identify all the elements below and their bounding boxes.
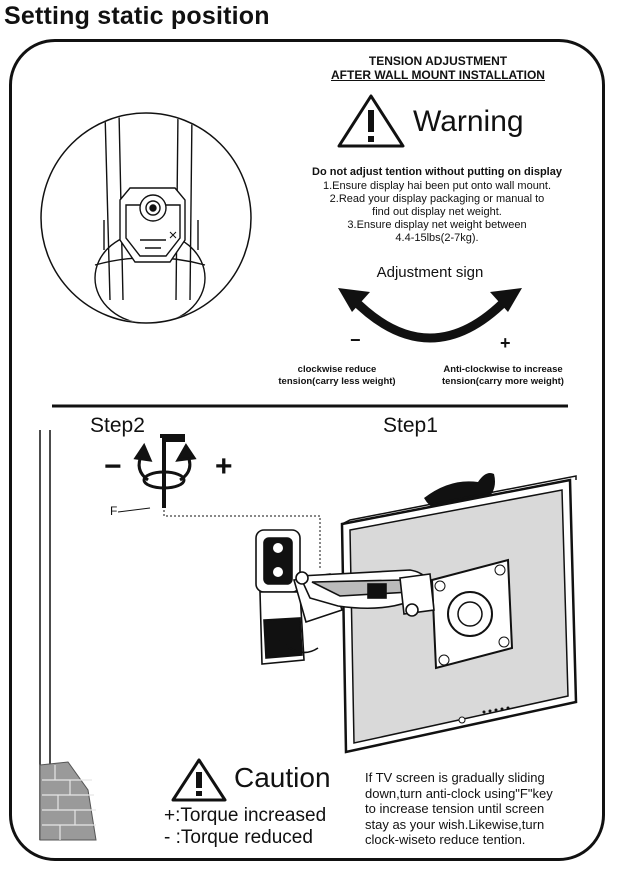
tension-heading: TENSION ADJUSTMENT: [368, 54, 508, 68]
monitor-illustration: [340, 475, 578, 754]
warning-bold-line: Do not adjust tention without putting on…: [312, 166, 562, 178]
caution-line: down,turn anti-clock using"F"key: [365, 785, 553, 801]
guide-dotted-line: [163, 510, 321, 570]
anticlockwise-caption: Anti-clockwise to increase tension(carry…: [420, 364, 586, 388]
tension-subheading: AFTER WALL MOUNT INSTALLATION: [300, 68, 576, 82]
clockwise-caption: clockwise reduce tension(carry less weig…: [262, 364, 412, 388]
caution-paragraph: If TV screen is gradually sliding down,t…: [365, 770, 605, 848]
caution-title: Caution: [234, 762, 331, 793]
warning-title: Warning: [413, 105, 524, 138]
warning-line: 1.Ensure display hai been put onto wall …: [322, 180, 552, 192]
hex-key-icon: [117, 434, 185, 513]
clockwise-line: clockwise reduce: [297, 364, 377, 375]
warning-instructions: 1.Ensure display hai been put onto wall …: [282, 180, 592, 245]
content-frame: [9, 39, 605, 861]
tension-subheading-text: AFTER WALL MOUNT INSTALLATION: [331, 68, 545, 82]
caution-line: If TV screen is gradually sliding: [365, 770, 545, 785]
adjustment-arc-arrow-icon: [338, 288, 522, 343]
page-title: Setting static position: [4, 2, 270, 30]
torque-increased: +:Torque increased: [164, 805, 327, 826]
warning-line: 4.4-15lbs(2-7kg).: [395, 232, 479, 244]
adjustment-minus: −: [350, 330, 361, 350]
adjustment-title: Adjustment sign: [376, 264, 484, 281]
f-key-label: F: [110, 504, 118, 518]
detail-circle-illustration: [40, 112, 252, 324]
torque-reduced: - :Torque reduced: [164, 827, 313, 848]
caution-triangle-icon: [171, 758, 227, 802]
anticlockwise-line: Anti-clockwise to increase: [443, 364, 563, 375]
warning-triangle-icon: [337, 94, 405, 148]
wall-mount-arm-illustration: [255, 529, 435, 665]
warning-line: 2.Read your display packaging or manual …: [329, 193, 545, 205]
warning-line: 3.Ensure display net weight between: [347, 219, 527, 231]
adjustment-plus: +: [500, 333, 511, 353]
wall-illustration: [39, 430, 97, 841]
caution-line: clock-wiseto reduce tention.: [365, 832, 526, 847]
anticlockwise-line: tension(carry more weight): [442, 376, 564, 387]
step2-label: Step2: [90, 414, 145, 437]
clockwise-line: tension(carry less weight): [278, 376, 396, 387]
caution-line: to increase tension until screen: [365, 801, 545, 816]
caution-line: stay as your wish.Likewise,turn: [365, 816, 545, 832]
warning-line: find out display net weight.: [372, 206, 502, 218]
step2-plus: +: [215, 450, 233, 483]
step2-minus: −: [104, 450, 122, 483]
rotation-arrows-icon: [133, 442, 197, 490]
step1-label: Step1: [383, 414, 438, 437]
